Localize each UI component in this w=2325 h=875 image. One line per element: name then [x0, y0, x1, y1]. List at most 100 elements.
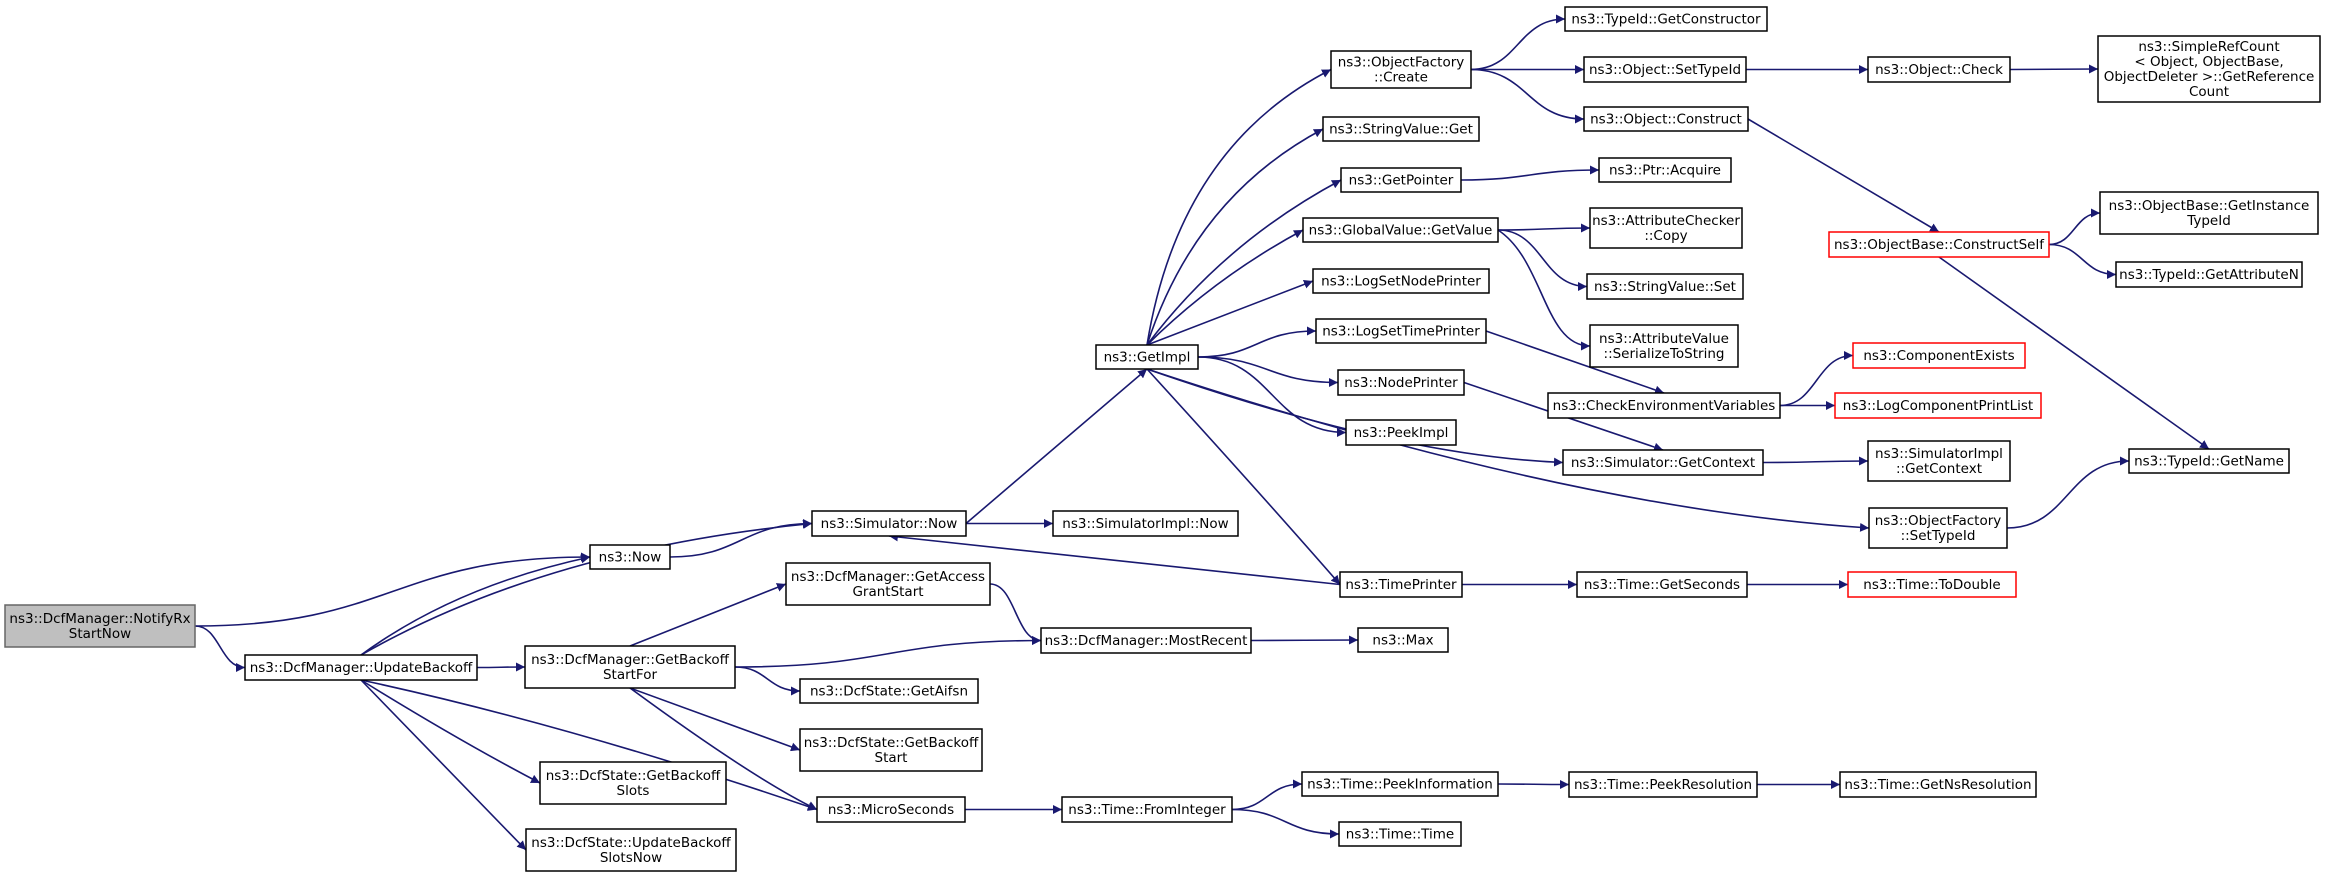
node-now[interactable]: ns3::Now: [589, 544, 671, 570]
node-box: [1322, 116, 1480, 142]
call-edge-get-backoff-start-for-to-dcfstate-get-backoff-start: [629, 687, 801, 752]
node-label: ns3::LogComponentPrintList: [1843, 398, 2033, 414]
node-box: [1828, 231, 2050, 258]
node-time-get-ns-resolution[interactable]: ns3::Time::GetNsResolution: [1839, 771, 2037, 798]
node-object-set-typeid[interactable]: ns3::Object::SetTypeId: [1583, 56, 1747, 83]
node-most-recent[interactable]: ns3::DcfManager::MostRecent: [1040, 627, 1252, 654]
node-time-from-integer[interactable]: ns3::Time::FromInteger: [1061, 796, 1233, 823]
node-attribute-value-serialize-to-string[interactable]: ns3::AttributeValue::SerializeToString: [1589, 324, 1739, 368]
node-label: ns3::DcfState::UpdateBackoff: [531, 835, 731, 851]
node-max[interactable]: ns3::Max: [1357, 627, 1449, 653]
node-simulator-impl-now[interactable]: ns3::SimulatorImpl::Now: [1052, 510, 1239, 537]
node-label: ns3::CheckEnvironmentVariables: [1553, 398, 1776, 414]
node-label: ns3::SimpleRefCount: [2138, 39, 2279, 55]
node-object-check[interactable]: ns3::Object::Check: [1867, 56, 2011, 83]
node-log-set-time-printer[interactable]: ns3::LogSetTimePrinter: [1315, 318, 1487, 344]
node-label: ns3::GlobalValue::GetValue: [1309, 223, 1493, 239]
node-label: ns3::DcfState::GetAifsn: [810, 684, 968, 700]
node-typeid-get-attribute-n[interactable]: ns3::TypeId::GetAttributeN: [2115, 261, 2303, 288]
node-label: ns3::GetImpl: [1104, 350, 1191, 366]
node-typeid-get-name[interactable]: ns3::TypeId::GetName: [2128, 448, 2290, 474]
call-edge-update-backoff-to-dcfstate-update-backoff-slots-now: [360, 679, 527, 851]
node-object-base-construct-self[interactable]: ns3::ObjectBase::ConstructSelf: [1828, 231, 2050, 258]
node-box: [1868, 507, 2008, 549]
call-edge-object-factory-create-to-typeid-get-constructor: [1470, 14, 1566, 71]
call-edge-get-backoff-start-for-to-dcfstate-get-aifsn: [734, 666, 801, 696]
node-component-exists[interactable]: ns3::ComponentExists: [1852, 342, 2026, 369]
node-box: [1345, 419, 1457, 446]
node-box: [4, 604, 196, 648]
node-string-value-get[interactable]: ns3::StringValue::Get: [1322, 116, 1480, 142]
node-label: ns3::Time::FromInteger: [1068, 802, 1226, 818]
node-label: ns3::Object::Check: [1875, 62, 2003, 78]
node-string-value-set[interactable]: ns3::StringValue::Set: [1586, 273, 1744, 300]
node-check-environment-variables[interactable]: ns3::CheckEnvironmentVariables: [1547, 392, 1781, 419]
node-get-impl[interactable]: ns3::GetImpl: [1095, 344, 1199, 370]
call-edge-object-factory-create-to-object-construct: [1470, 68, 1585, 124]
node-label: ns3::Object::SetTypeId: [1589, 62, 1741, 78]
node-label: ns3::ObjectFactory: [1875, 513, 2002, 529]
node-box: [1583, 106, 1749, 132]
node-box: [2115, 261, 2303, 288]
call-edge-simulator-get-context-to-simulator-impl-get-context: [1762, 456, 1869, 466]
call-edge-now-to-simulator-now: [669, 519, 813, 558]
node-time-get-seconds[interactable]: ns3::Time::GetSeconds: [1576, 571, 1748, 598]
node-object-factory-create[interactable]: ns3::ObjectFactory::Create: [1330, 50, 1472, 89]
node-box: [524, 645, 736, 689]
node-time-printer[interactable]: ns3::TimePrinter: [1339, 571, 1463, 598]
node-simulator-get-context[interactable]: ns3::Simulator::GetContext: [1562, 449, 1764, 476]
node-label: ns3::Object::Construct: [1590, 112, 1742, 128]
call-edge-get-impl-to-string-value-get: [1146, 128, 1324, 346]
node-box: [1312, 268, 1490, 294]
node-label: ns3::Time::GetNsResolution: [1844, 777, 2031, 793]
node-label: ns3::DcfState::GetBackoff: [546, 768, 721, 784]
node-box: [1867, 440, 2011, 482]
node-label: ::SetTypeId: [1901, 528, 1976, 544]
node-label: ns3::SimulatorImpl::Now: [1062, 516, 1228, 532]
node-box: [1583, 56, 1747, 83]
node-dcfstate-get-aifsn[interactable]: ns3::DcfState::GetAifsn: [799, 678, 979, 704]
node-box: [1834, 392, 2042, 419]
node-node-printer[interactable]: ns3::NodePrinter: [1337, 369, 1465, 396]
node-time-peek-information[interactable]: ns3::Time::PeekInformation: [1301, 771, 1499, 797]
node-box: [589, 544, 671, 570]
node-simple-ref-count-get-reference-count[interactable]: ns3::SimpleRefCount< Object, ObjectBase,…: [2097, 35, 2321, 103]
node-box: [1301, 771, 1499, 797]
node-micro-seconds[interactable]: ns3::MicroSeconds: [816, 796, 966, 823]
node-object-factory-set-typeid[interactable]: ns3::ObjectFactory::SetTypeId: [1868, 507, 2008, 549]
node-label: GrantStart: [852, 584, 923, 600]
node-label: ::GetContext: [1896, 461, 1982, 477]
node-get-pointer[interactable]: ns3::GetPointer: [1340, 167, 1462, 193]
node-label: ns3::PeekImpl: [1354, 425, 1449, 441]
node-object-construct[interactable]: ns3::Object::Construct: [1583, 106, 1749, 132]
node-label: ns3::Max: [1372, 633, 1433, 649]
node-log-component-print-list[interactable]: ns3::LogComponentPrintList: [1834, 392, 2042, 419]
node-simulator-now[interactable]: ns3::Simulator::Now: [811, 510, 967, 537]
node-global-value-get-value[interactable]: ns3::GlobalValue::GetValue: [1302, 217, 1499, 243]
node-log-set-node-printer[interactable]: ns3::LogSetNodePrinter: [1312, 268, 1490, 294]
node-box: [1586, 273, 1744, 300]
node-attribute-checker-copy[interactable]: ns3::AttributeChecker::Copy: [1589, 207, 1743, 249]
node-label: ns3::StringValue::Get: [1329, 122, 1473, 138]
node-typeid-get-constructor[interactable]: ns3::TypeId::GetConstructor: [1564, 6, 1768, 32]
node-ptr-acquire[interactable]: ns3::Ptr::Acquire: [1598, 157, 1732, 183]
node-time-to-double[interactable]: ns3::Time::ToDouble: [1847, 571, 2017, 598]
node-time-time[interactable]: ns3::Time::Time: [1338, 821, 1462, 847]
call-edge-get-impl-to-log-set-time-printer: [1197, 326, 1317, 358]
call-edge-get-impl-to-peek-impl: [1197, 356, 1347, 437]
node-label: ns3::Simulator::Now: [821, 516, 958, 532]
node-time-peek-resolution[interactable]: ns3::Time::PeekResolution: [1568, 771, 1758, 798]
node-peek-impl[interactable]: ns3::PeekImpl: [1345, 419, 1457, 446]
node-simulator-impl-get-context[interactable]: ns3::SimulatorImpl::GetContext: [1867, 440, 2011, 482]
node-box: [2097, 35, 2321, 103]
call-edge-get-impl-to-object-factory-set-typeid: [1146, 368, 1870, 532]
node-box: [1852, 342, 2026, 369]
node-update-backoff[interactable]: ns3::DcfManager::UpdateBackoff: [244, 654, 478, 681]
